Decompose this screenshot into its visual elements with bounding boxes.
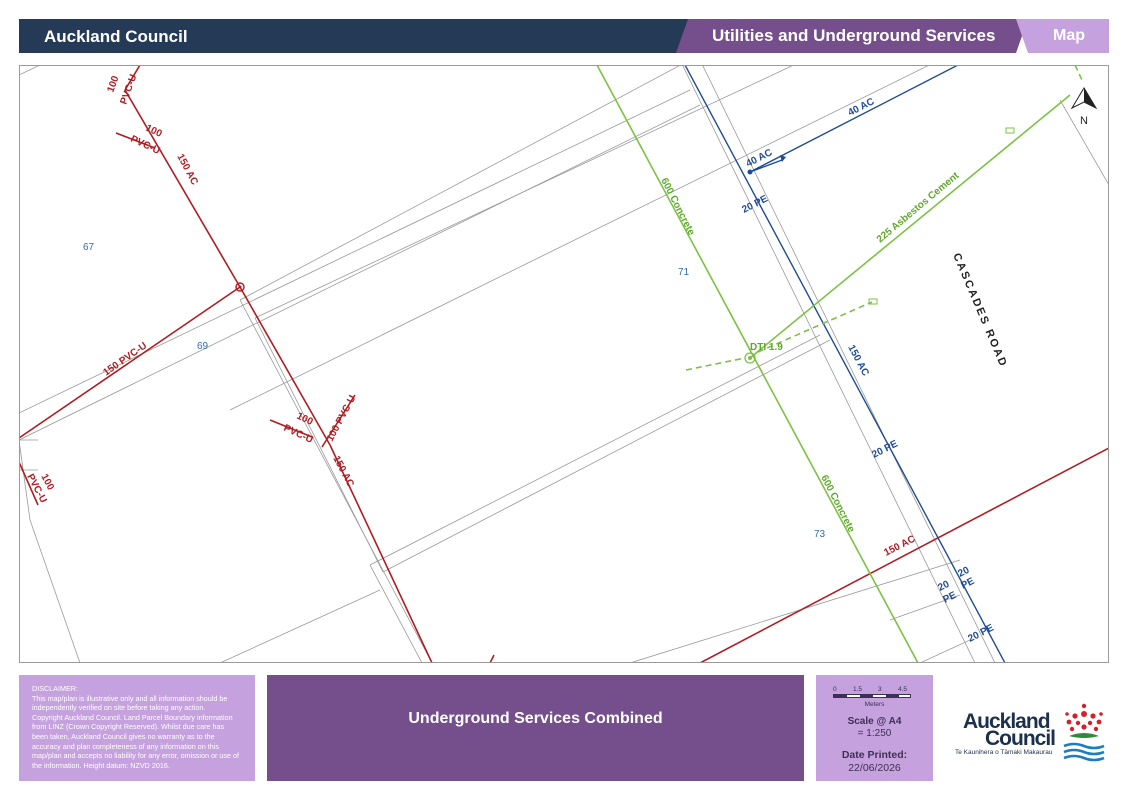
header-title-banner: Utilities and Underground Services <box>676 19 1028 53</box>
scale-box: 0 1.5 3 4.5 Meters Scale @ A4 = 1:250 Da… <box>816 675 933 781</box>
logo-line2: Council <box>985 727 1056 750</box>
ww-label-9: 150 AC <box>882 534 917 559</box>
scale-bar <box>833 694 911 698</box>
ww-label-4: 150 PVC-U <box>101 340 149 378</box>
water-label-2: 40 AC <box>744 147 774 170</box>
north-arrow: N <box>1070 87 1098 127</box>
logo-line1: Auckland <box>963 710 1051 733</box>
parcel-labels: 67 69 71 73 <box>83 242 826 540</box>
date-value: 22/06/2026 <box>848 762 901 774</box>
ww-label-7: 150 AC <box>330 454 355 489</box>
north-label: N <box>1080 115 1088 127</box>
scale-tick-0: 0 <box>833 686 837 693</box>
header-title: Utilities and Underground Services <box>712 26 996 45</box>
scale-tick-3: 4.5 <box>898 686 908 693</box>
scale-heading: Scale @ A4 <box>847 716 902 727</box>
header-type: Map <box>1053 27 1085 44</box>
pohutukawa-emblem-icon <box>1063 703 1105 762</box>
map-title: Underground Services Combined <box>408 710 663 727</box>
scale-tick-2: 3 <box>878 686 882 693</box>
dti-label: DTI 1.9 <box>750 342 783 353</box>
parcel-71: 71 <box>678 267 690 278</box>
map-title-box: Underground Services Combined <box>267 675 804 781</box>
water-label-8: 20 PE <box>966 622 996 644</box>
stormwater-network <box>596 66 1083 662</box>
council-logo: Auckland Council Te Kaunihera o Tāmaki M… <box>955 700 1115 766</box>
water-label-6a: 20 <box>956 565 971 580</box>
header-org: Auckland Council <box>44 27 188 46</box>
ww-label-2a: 100 <box>144 123 164 140</box>
wastewater-network <box>20 66 1108 662</box>
water-network <box>684 66 1006 662</box>
parcel-69: 69 <box>197 341 209 352</box>
map-viewport[interactable]: N 67 69 71 73 CASCADES ROAD 600 Concrete… <box>19 65 1109 663</box>
water-label-7a: 20 <box>936 579 951 594</box>
ww-label-6: 100 PVC-U <box>325 394 358 444</box>
stormwater-labels: 600 Concrete 600 Concrete 225 Asbestos C… <box>658 170 961 535</box>
sw-label-branch: 225 Asbestos Cement <box>875 170 962 245</box>
ww-label-1b: PVC-U <box>118 73 139 106</box>
scale-unit: Meters <box>864 701 885 708</box>
sw-label-lower: 600 Concrete <box>818 473 857 534</box>
parcel-67: 67 <box>83 242 95 253</box>
logo-tagline: Te Kaunihera o Tāmaki Makaurau <box>955 749 1053 756</box>
sw-label-upper: 600 Concrete <box>658 176 697 237</box>
scale-ratio: = 1:250 <box>857 728 892 739</box>
road-name: CASCADES ROAD <box>950 251 1009 369</box>
disclaimer-box: DISCLAIMER: This map/plan is illustrativ… <box>19 675 255 781</box>
ww-label-1a: 100 <box>105 74 121 94</box>
date-label: Date Printed: <box>841 749 908 761</box>
header-org-banner: Auckland Council <box>19 19 699 53</box>
scale-tick-1: 1.5 <box>853 686 863 693</box>
map-canvas: N 67 69 71 73 CASCADES ROAD 600 Concrete… <box>20 66 1108 662</box>
parcel-boundaries <box>20 66 1108 662</box>
header-type-banner: Map <box>1016 19 1109 53</box>
parcel-73: 73 <box>814 529 826 540</box>
wastewater-labels: 100 PVC-U 100 PVC-U 150 AC 150 PVC-U 100… <box>24 73 917 559</box>
disclaimer-text: DISCLAIMER: This map/plan is illustrativ… <box>32 684 239 770</box>
